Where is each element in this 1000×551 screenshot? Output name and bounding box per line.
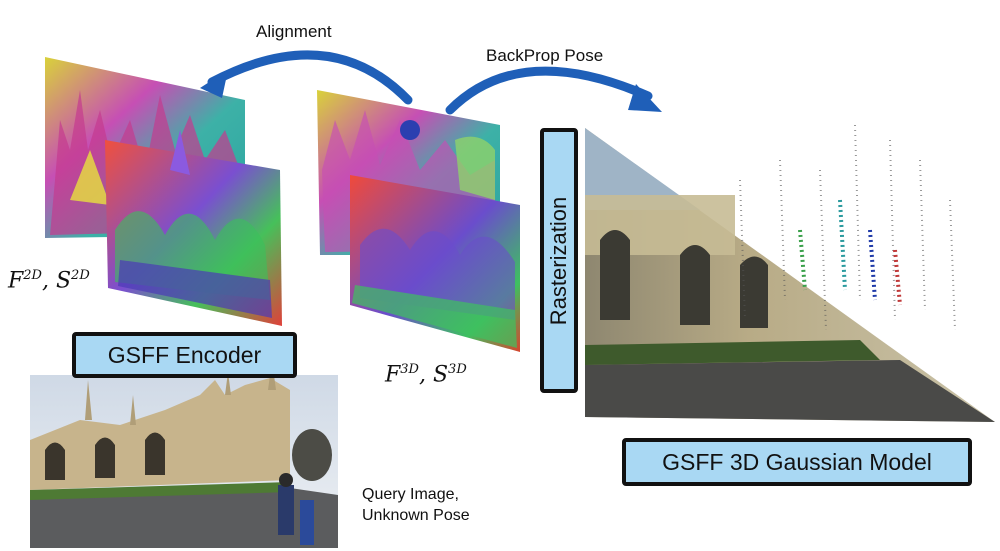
rasterization-box: Rasterization	[540, 128, 578, 393]
s2d-base: S	[55, 268, 72, 294]
feature-2d-panel	[105, 130, 282, 326]
gsff-gaussian-model-label: GSFF 3D Gaussian Model	[662, 448, 932, 475]
alignment-arrowhead	[200, 70, 228, 98]
s2d-sup: 2D	[71, 268, 90, 283]
alignment-arrow	[207, 50, 413, 105]
f2d-base: F	[8, 268, 24, 294]
s3d-base: S	[432, 362, 449, 388]
f2d-s2d-label: F2D, S2D	[8, 268, 90, 294]
query-image	[30, 360, 338, 548]
s3d-sup: 3D	[448, 362, 467, 377]
gsff-gaussian-model-box: GSFF 3D Gaussian Model	[622, 438, 972, 486]
feature-3d-panel	[350, 175, 520, 352]
query-caption: Query Image, Unknown Pose	[362, 484, 470, 526]
query-caption-line1: Query Image,	[362, 486, 459, 503]
rasterization-label: Rasterization	[546, 196, 572, 325]
f3d-sup: 3D	[400, 362, 419, 377]
backprop-arrowhead	[628, 84, 662, 112]
gaussian-render-view	[585, 124, 995, 422]
gsff-encoder-label: GSFF Encoder	[107, 341, 262, 368]
query-caption-line2: Unknown Pose	[362, 507, 470, 524]
gsff-encoder-box: GSFF Encoder	[72, 332, 297, 378]
f3d-base: F	[385, 362, 401, 388]
alignment-label: Alignment	[256, 22, 332, 41]
backprop-arrow	[445, 66, 653, 115]
f2d-sup: 2D	[23, 268, 42, 283]
backprop-label: BackProp Pose	[486, 46, 604, 65]
f3d-s3d-label: F3D, S3D	[385, 362, 467, 388]
